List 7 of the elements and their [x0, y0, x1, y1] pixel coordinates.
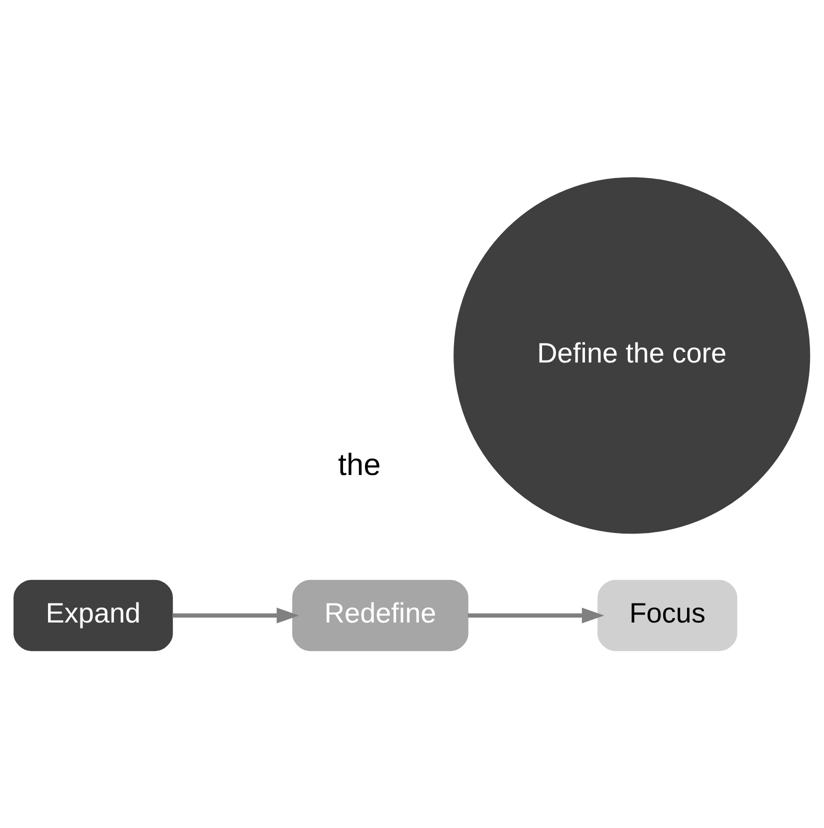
node-box: Expand [14, 580, 173, 652]
arrow [172, 608, 300, 624]
node-circle: Define the core [454, 177, 810, 534]
node-box: Focus [598, 580, 738, 652]
arrow [468, 608, 604, 624]
label: the [338, 447, 381, 482]
node-box: Redefine [292, 580, 468, 652]
